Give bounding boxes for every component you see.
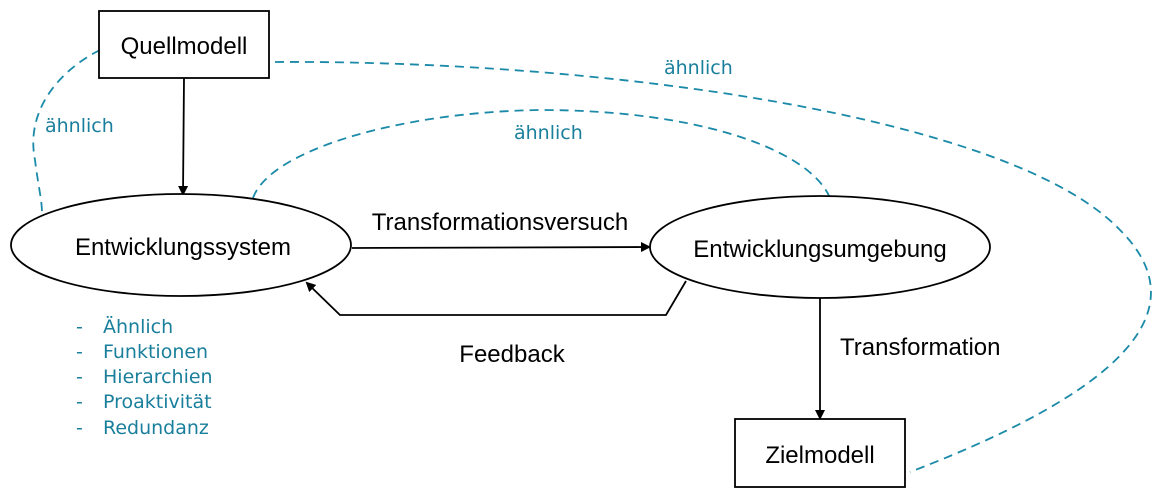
property-dash: - <box>76 417 83 439</box>
arrow-feedback <box>305 280 687 316</box>
similarity-label-right: ähnlich <box>664 57 733 79</box>
arrow-quell-to-system <box>178 77 189 196</box>
entwicklungsumgebung-ellipse <box>649 195 991 299</box>
property-dash: - <box>76 341 83 363</box>
arrow-transformationsversuch <box>351 242 651 253</box>
similarity-curve-left <box>32 49 101 214</box>
feedback-label: Feedback <box>459 341 565 368</box>
similarity-curve-right <box>274 61 1152 473</box>
property-dash: - <box>76 391 83 413</box>
property-dash: - <box>76 366 83 388</box>
entwicklungsumgebung-label: Entwicklungsumgebung <box>693 236 947 263</box>
property-list: - Ähnlich - Funktionen - Hierarchien - P… <box>76 315 213 439</box>
entwicklungssystem-label: Entwicklungssystem <box>75 234 291 261</box>
entwicklungssystem-ellipse <box>10 193 352 297</box>
zielmodell-label: Zielmodell <box>765 442 874 469</box>
property-item: Ähnlich <box>103 315 173 338</box>
transformation-label: Transformation <box>840 334 1001 361</box>
property-item: Hierarchien <box>103 366 213 388</box>
similarity-label-left: ähnlich <box>45 115 114 137</box>
similarity-label-middle: ähnlich <box>514 122 583 144</box>
property-item: Redundanz <box>103 417 209 439</box>
transformationsversuch-label: Transformationsversuch <box>372 209 629 236</box>
property-item: Funktionen <box>103 341 208 363</box>
similarity-curve-middle <box>252 109 831 199</box>
zielmodell-box <box>734 418 906 488</box>
quellmodell-label: Quellmodell <box>121 33 248 60</box>
property-item: Proaktivität <box>103 391 212 413</box>
property-dash: - <box>76 316 83 338</box>
quellmodell-box <box>98 10 270 79</box>
